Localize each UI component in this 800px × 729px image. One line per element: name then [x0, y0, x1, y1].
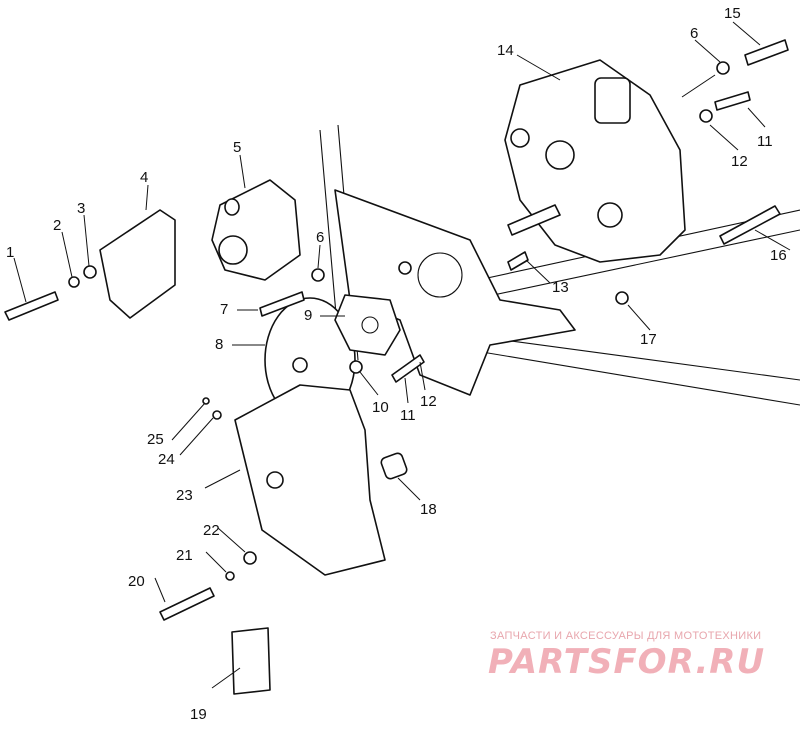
callout-22: 22	[203, 522, 220, 539]
callout-4: 4	[140, 169, 148, 186]
callout-24: 24	[158, 451, 175, 468]
fasteners	[4, 39, 789, 621]
chaincase-housing	[504, 59, 686, 263]
callout-23: 23	[176, 487, 193, 504]
watermark-logo: PARTSFOR.RU	[488, 642, 766, 682]
callout-labels: 1 2 3 4 5 6 6 7 8 9 10 11 11 12 12 13 14…	[6, 5, 787, 723]
callout-7: 7	[220, 301, 228, 318]
callout-20: 20	[128, 573, 145, 590]
callout-15: 15	[724, 5, 741, 22]
callout-6-plate: 6	[316, 229, 324, 246]
callout-19: 19	[190, 706, 207, 723]
callout-12-upper: 12	[731, 153, 748, 170]
belt-guard	[234, 384, 386, 576]
motor-housing	[211, 179, 301, 281]
callout-9: 9	[304, 307, 312, 324]
callout-11-lower: 11	[400, 407, 416, 424]
bushing	[380, 452, 408, 480]
callout-12-lower: 12	[420, 393, 437, 410]
callout-11-upper: 11	[757, 133, 773, 150]
callout-8: 8	[215, 336, 223, 353]
callout-10: 10	[372, 399, 389, 416]
callout-6-case: 6	[690, 25, 698, 42]
callout-1: 1	[6, 244, 14, 261]
callout-18: 18	[420, 501, 437, 518]
callout-16: 16	[770, 247, 787, 264]
callout-25: 25	[147, 431, 164, 448]
callout-21: 21	[176, 547, 193, 564]
callout-17: 17	[640, 331, 657, 348]
plate-opening	[417, 252, 463, 298]
callout-13: 13	[552, 279, 569, 296]
bracket	[99, 209, 176, 319]
callout-3: 3	[77, 200, 85, 217]
callout-14: 14	[497, 42, 514, 59]
leader-lines	[13, 21, 791, 689]
callout-5: 5	[233, 139, 241, 156]
callout-2: 2	[53, 217, 61, 234]
decal	[231, 627, 271, 695]
bearing-plate	[334, 294, 401, 356]
watermark-tagline: ЗАПЧАСТИ И АКСЕССУАРЫ ДЛЯ МОТОТЕХНИКИ	[490, 630, 762, 642]
